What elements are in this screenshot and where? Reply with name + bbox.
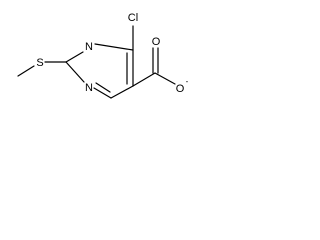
bond-n1-c2: [65, 51, 84, 63]
atom-sulfur: S: [36, 57, 43, 69]
atom-chlorine: Cl: [128, 12, 138, 24]
pyrimidine-ring: [65, 43, 134, 99]
bond-c6-n1: [94, 43, 134, 51]
bond-n3-c4: [93, 87, 112, 99]
atom-labels: Cl N N S O O -: [36, 12, 188, 95]
atom-nitrogen-lower: N: [85, 82, 93, 94]
bond-c5-carboxyl: [132, 72, 156, 87]
atom-oxygen-carbonyl: O: [152, 36, 161, 48]
bond-s-ch3: [17, 65, 35, 77]
bond-c2-n3: [65, 61, 85, 83]
bond-c4-c5: [110, 85, 134, 99]
double-bond-n3-c4-inner: [95, 82, 111, 93]
anion-charge: -: [186, 77, 189, 86]
chemical-structure: Cl N N S O O -: [17, 12, 189, 99]
atom-nitrogen-upper: N: [85, 41, 93, 53]
substituent-bonds: [17, 25, 176, 87]
bond-carboxyl-o-anion: [154, 72, 176, 85]
atom-oxygen-anion: O: [176, 83, 185, 95]
